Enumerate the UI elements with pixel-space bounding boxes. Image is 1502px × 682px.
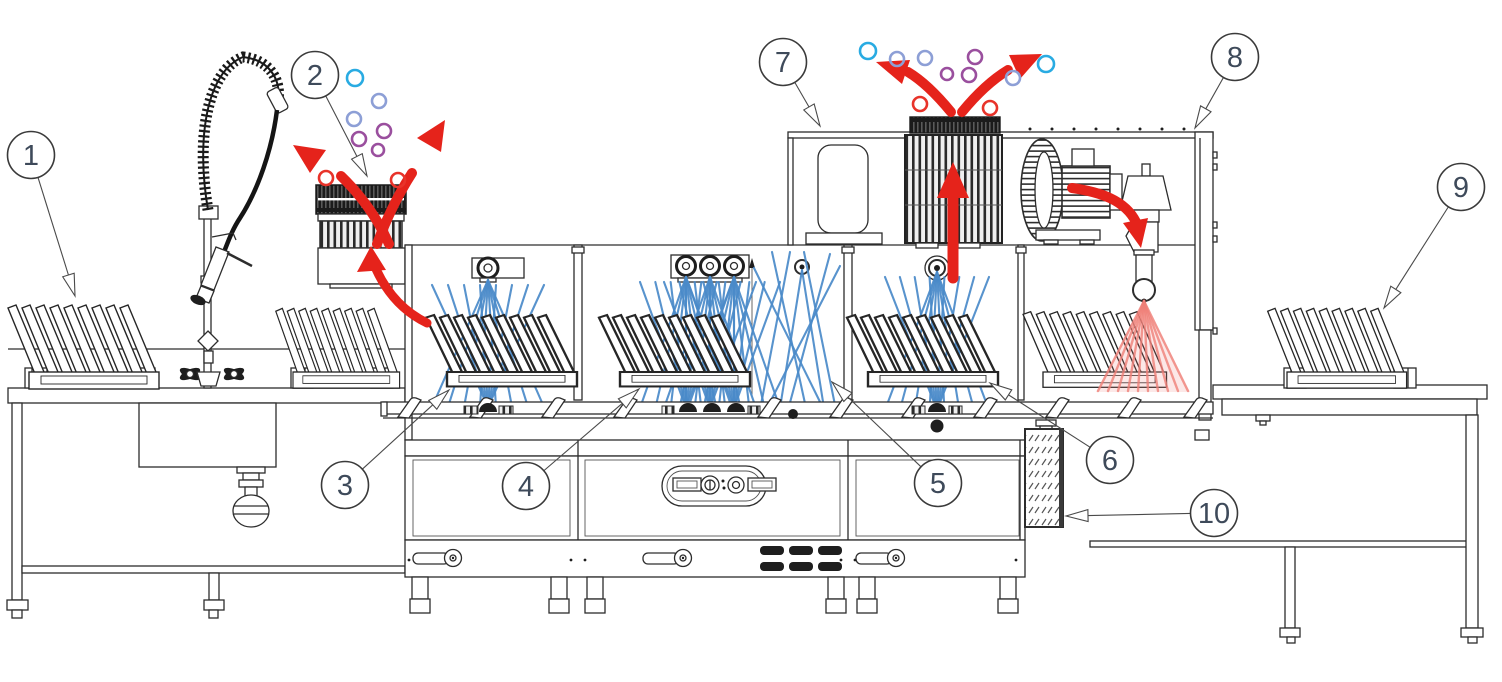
service-handles bbox=[412, 548, 906, 568]
outlet-table bbox=[1089, 367, 1488, 644]
callout-1: 1 bbox=[6, 130, 76, 298]
condenser-up-arrow-head bbox=[937, 162, 969, 198]
machine-feet bbox=[409, 576, 1019, 614]
inlet-table bbox=[6, 348, 406, 619]
callout-8: 8 bbox=[1193, 32, 1260, 130]
callout-4: 4 bbox=[501, 387, 641, 511]
steam-bubble bbox=[345, 110, 363, 128]
callout-2: 2 bbox=[290, 50, 368, 178]
steam-bubble bbox=[939, 66, 955, 82]
callout-10: 10 bbox=[1063, 488, 1239, 538]
steam-bubble bbox=[916, 49, 934, 67]
condenser-cap-grille bbox=[909, 116, 1001, 134]
steam-bubble bbox=[389, 171, 407, 189]
chamber-to-vent-arrow-head bbox=[357, 246, 386, 272]
callout-number: 7 bbox=[775, 47, 791, 79]
steam-bubble bbox=[858, 41, 878, 61]
vent-louvers bbox=[760, 546, 842, 571]
steam-bubble bbox=[960, 66, 978, 84]
lower-wash-nozzles bbox=[463, 403, 963, 433]
callout-6: 6 bbox=[988, 381, 1135, 485]
coiled-hose bbox=[197, 51, 284, 211]
control-panel bbox=[661, 465, 777, 507]
flexible-hose bbox=[221, 109, 280, 253]
steam-bubble bbox=[350, 130, 368, 148]
faucet-handles bbox=[179, 367, 245, 387]
callout-number: 3 bbox=[337, 470, 353, 502]
callout-number: 4 bbox=[518, 471, 534, 503]
steam-bubbles bbox=[317, 41, 1056, 189]
steam-arrow-right-head bbox=[417, 120, 445, 152]
steam-bubble bbox=[345, 68, 365, 88]
machine-body bbox=[315, 116, 1218, 441]
control-button[interactable] bbox=[727, 476, 745, 494]
callout-number: 8 bbox=[1227, 42, 1243, 74]
spray-gun bbox=[190, 246, 253, 306]
callouts: 1 2 3 4 5 6 7 8 9 10 bbox=[6, 32, 1486, 538]
callout-number: 9 bbox=[1453, 172, 1469, 204]
sink bbox=[138, 402, 277, 468]
callout-number: 10 bbox=[1198, 498, 1230, 530]
callout-9: 9 bbox=[1382, 162, 1486, 310]
drain-heat-exchanger bbox=[1024, 419, 1064, 528]
steam-bubble bbox=[370, 92, 388, 110]
steam-flow-arrows bbox=[293, 54, 1148, 328]
steam-bubble bbox=[966, 48, 984, 66]
dryer-air-arrow-head bbox=[1123, 218, 1148, 248]
recovery-arrow-left-head bbox=[876, 60, 910, 84]
steam-bubble bbox=[317, 169, 335, 187]
dryer-air-spray bbox=[1096, 299, 1190, 393]
steam-bubble bbox=[981, 99, 999, 117]
callout-5: 5 bbox=[830, 380, 963, 508]
conveyor-track bbox=[380, 397, 1214, 433]
pre-rinse-sprayer bbox=[179, 51, 289, 389]
steam-bubble bbox=[888, 50, 906, 68]
steam-arrow-left-head bbox=[293, 145, 326, 173]
steam-bubble bbox=[370, 142, 386, 158]
sink-drain-trap bbox=[232, 466, 270, 528]
steam-bubble bbox=[911, 95, 929, 113]
steam-bubble bbox=[1004, 69, 1022, 87]
callout-number: 5 bbox=[930, 468, 946, 500]
callout-number: 1 bbox=[23, 140, 39, 172]
callout-number: 2 bbox=[307, 60, 323, 92]
wash-arm-manifold-2 bbox=[670, 254, 750, 283]
wash-arm-manifold-1 bbox=[471, 256, 525, 283]
steam-bubble bbox=[1036, 54, 1056, 74]
roof-bolts bbox=[1028, 127, 1186, 131]
callout-number: 6 bbox=[1102, 445, 1118, 477]
dish-rack-inlet-1 bbox=[8, 305, 159, 389]
dish-rack-inlet-2 bbox=[276, 308, 400, 388]
callout-7: 7 bbox=[758, 37, 822, 128]
callout-3: 3 bbox=[320, 388, 451, 510]
steam-bubble bbox=[375, 122, 393, 140]
dish-rack-outlet bbox=[1268, 308, 1407, 388]
